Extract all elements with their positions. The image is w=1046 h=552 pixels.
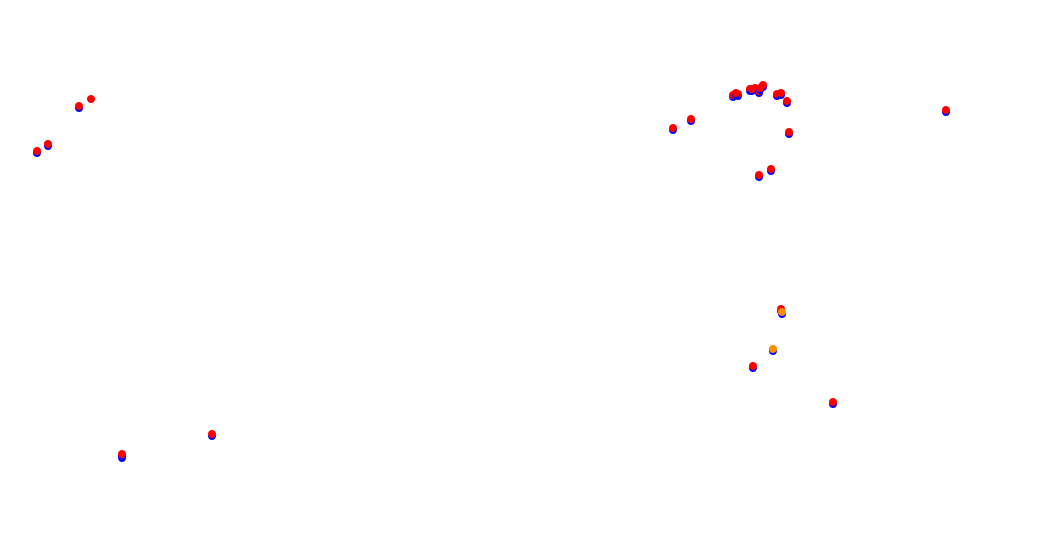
marker-dot-red [756, 84, 764, 92]
marker-dot-red [208, 430, 216, 438]
map-marker[interactable] [778, 308, 786, 318]
map-marker[interactable] [783, 97, 791, 107]
map-marker[interactable] [756, 84, 764, 94]
marker-dot-orange [769, 345, 777, 353]
map-marker[interactable] [767, 165, 775, 175]
marker-dot-red [783, 97, 791, 105]
map-marker[interactable] [769, 345, 777, 355]
marker-dot-red [669, 124, 677, 132]
marker-dot-red [767, 165, 775, 173]
marker-dot-red [732, 89, 740, 97]
marker-dot-red [75, 102, 83, 110]
marker-dot-red [33, 147, 41, 155]
marker-dot-red [755, 171, 763, 179]
marker-dot-red [777, 89, 785, 97]
map-marker[interactable] [755, 171, 763, 181]
map-marker[interactable] [942, 106, 950, 116]
map-marker[interactable] [687, 115, 695, 125]
marker-dot-red [749, 362, 757, 370]
marker-dot-red [118, 450, 126, 458]
marker-dot-red [942, 106, 950, 114]
map-marker[interactable] [33, 147, 41, 157]
marker-dot-orange [778, 308, 786, 316]
marker-dot-red [829, 398, 837, 406]
map-marker[interactable] [75, 102, 83, 112]
map-marker[interactable] [44, 140, 52, 150]
marker-dot-red [87, 95, 95, 103]
map-marker[interactable] [748, 85, 756, 95]
map-marker[interactable] [87, 95, 95, 103]
marker-dot-red [785, 128, 793, 136]
map-marker[interactable] [118, 450, 126, 460]
marker-dot-red [687, 115, 695, 123]
map-marker[interactable] [829, 398, 837, 408]
marker-dot-red [44, 140, 52, 148]
marker-dot-red [748, 85, 756, 93]
map-marker[interactable] [785, 128, 793, 138]
map-marker[interactable] [208, 430, 216, 440]
map-marker[interactable] [777, 89, 785, 99]
map-marker[interactable] [749, 362, 757, 372]
map-marker[interactable] [732, 89, 740, 99]
map-marker[interactable] [669, 124, 677, 134]
